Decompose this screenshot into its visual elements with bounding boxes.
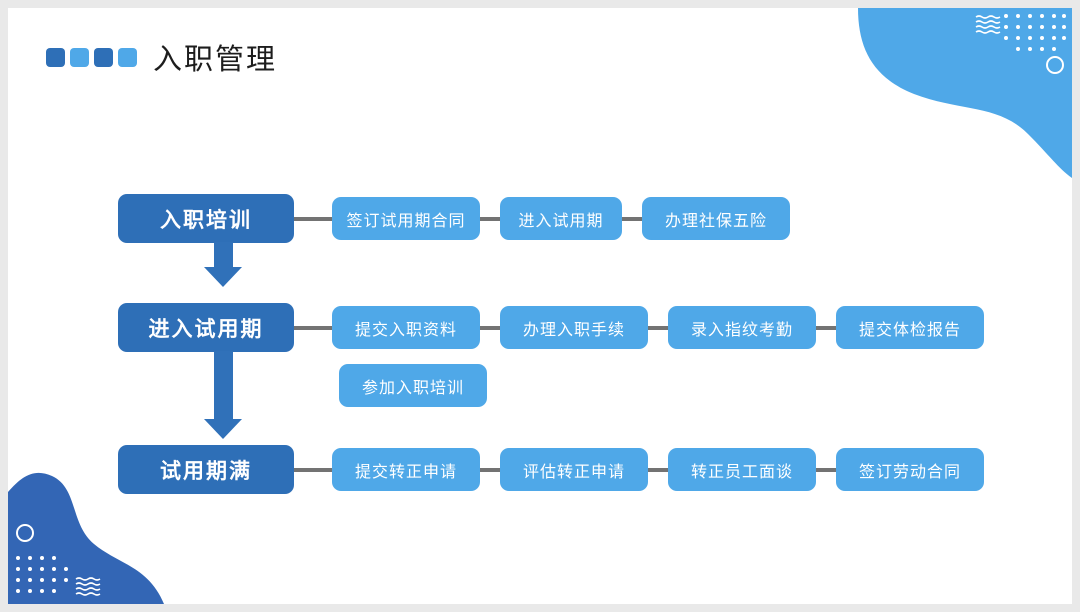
title-square-2 xyxy=(70,47,89,67)
stage-box-3[interactable]: 试用期满 xyxy=(118,445,294,494)
connector-line xyxy=(294,325,332,330)
arrow-head xyxy=(204,267,242,287)
title-square-decoration xyxy=(46,47,137,67)
connector-line xyxy=(294,216,332,221)
step-box-1-3[interactable]: 办理社保五险 xyxy=(642,197,790,240)
flow-diagram: 入职培训 签订试用期合同 进入试用期 办理社保五险 进入试用期 提交入职资料 办… xyxy=(8,8,1072,604)
step-box-1-2[interactable]: 进入试用期 xyxy=(500,197,622,240)
step-box-2-3[interactable]: 录入指纹考勤 xyxy=(668,306,816,349)
flow-row-3: 试用期满 提交转正申请 评估转正申请 转正员工面谈 签订劳动合同 xyxy=(118,445,984,494)
slide-header: 入职管理 xyxy=(46,36,277,78)
step-box-2-1[interactable]: 提交入职资料 xyxy=(332,306,480,349)
down-arrow-2 xyxy=(204,351,242,439)
title-square-4 xyxy=(118,47,137,67)
step-box-2-2[interactable]: 办理入职手续 xyxy=(500,306,648,349)
arrow-stem xyxy=(213,351,233,419)
page-title: 入职管理 xyxy=(153,44,278,76)
step-box-1-1[interactable]: 签订试用期合同 xyxy=(332,197,480,240)
flow-row-2: 进入试用期 提交入职资料 办理入职手续 录入指纹考勤 提交体检报告 xyxy=(118,303,984,352)
arrow-stem xyxy=(213,242,233,267)
flow-row-2-extra: 参加入职培训 xyxy=(339,364,487,407)
step-box-3-1[interactable]: 提交转正申请 xyxy=(332,448,480,491)
flow-row-1: 入职培训 签订试用期合同 进入试用期 办理社保五险 xyxy=(118,194,790,243)
step-box-3-3[interactable]: 转正员工面谈 xyxy=(668,448,816,491)
connector-line xyxy=(480,467,500,472)
step-box-3-2[interactable]: 评估转正申请 xyxy=(500,448,648,491)
connector-line xyxy=(622,216,642,221)
arrow-head xyxy=(204,419,242,439)
step-box-2-4[interactable]: 提交体检报告 xyxy=(836,306,984,349)
down-arrow-1 xyxy=(204,242,242,287)
step-box-3-4[interactable]: 签订劳动合同 xyxy=(836,448,984,491)
connector-line xyxy=(816,325,836,330)
title-square-3 xyxy=(94,47,113,67)
connector-line xyxy=(648,325,668,330)
connector-line xyxy=(480,216,500,221)
connector-line xyxy=(294,467,332,472)
step-box-2-5[interactable]: 参加入职培训 xyxy=(339,364,487,407)
slide-canvas: 入职管理 入职培训 签订试用期合同 进入试用期 办理社保五险 进入试用期 提交入… xyxy=(8,8,1072,604)
stage-box-1[interactable]: 入职培训 xyxy=(118,194,294,243)
connector-line xyxy=(816,467,836,472)
connector-line xyxy=(648,467,668,472)
stage-box-2[interactable]: 进入试用期 xyxy=(118,303,294,352)
connector-line xyxy=(480,325,500,330)
title-square-1 xyxy=(46,47,65,67)
